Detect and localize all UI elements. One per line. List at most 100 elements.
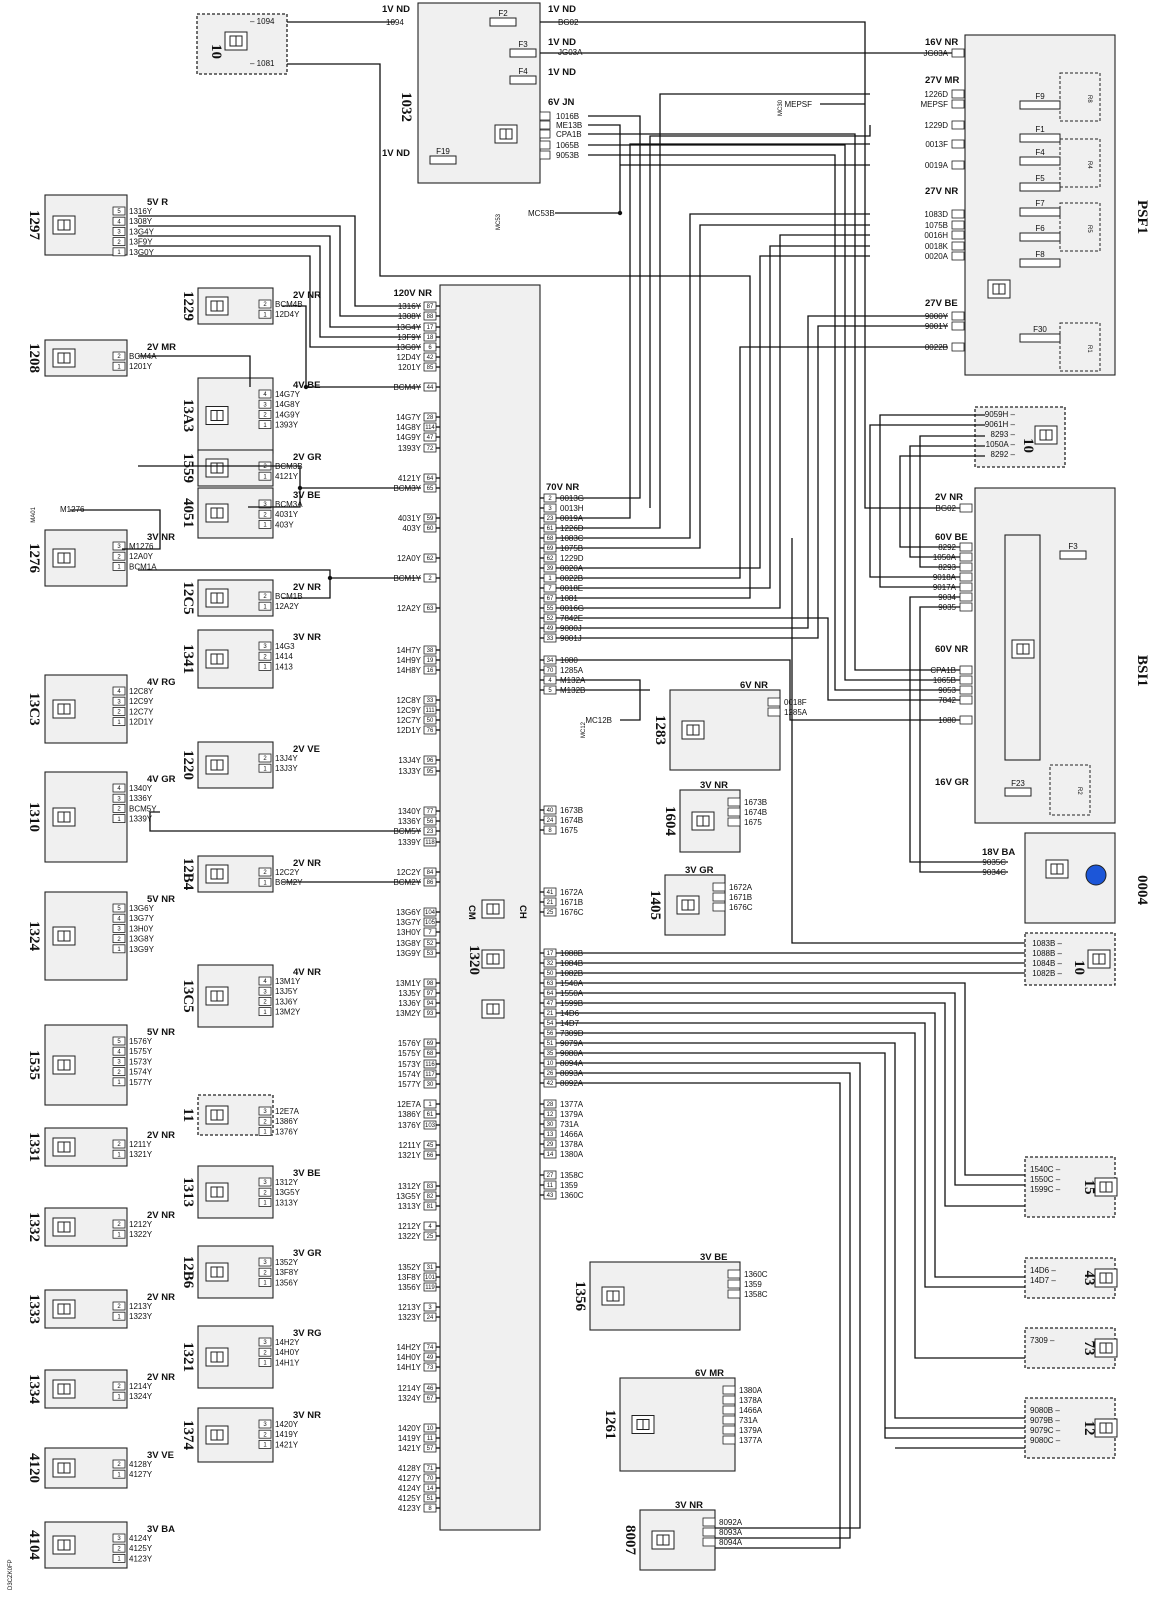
ecu-left-wire-label: 1386Y: [398, 1110, 422, 1119]
ecu-left-pin-number: 114: [425, 425, 435, 431]
wire-label: 13G7Y: [129, 914, 155, 923]
ecu-left-wire-label: 1356Y: [398, 1283, 422, 1292]
wire-label: 1673B: [744, 798, 767, 807]
connector-label-13C3: 4V RG: [147, 677, 176, 688]
wire: [138, 255, 421, 348]
pin-number: 3: [263, 989, 267, 995]
pin-number: 2: [263, 512, 267, 518]
connector-1032-c: 1V ND: [548, 37, 576, 48]
component-pin: [112, 361, 126, 371]
wire: [556, 617, 960, 701]
ecu-right-wire-label: 0013H: [560, 504, 584, 513]
bsi1-wire-label: 9017A: [933, 583, 957, 592]
ecu-left-wire-label: 14H7Y: [397, 646, 422, 655]
component-pin: [258, 1198, 272, 1207]
mc-label: MC53B: [528, 209, 555, 218]
psf1-wire-label: 0019A: [925, 161, 949, 170]
ecu-ch-label: CH: [517, 905, 528, 919]
wire-label: 1308Y: [129, 217, 153, 226]
fuse-F23: [1004, 787, 1032, 797]
wire: [540, 21, 960, 509]
component-symbol-icon: [52, 1217, 76, 1237]
component-id-1331: 1331: [26, 1132, 42, 1162]
ecu-right-pin-number: 13: [547, 1132, 554, 1138]
ecu-left-pin-number: 85: [427, 365, 434, 371]
component-symbol-icon: [205, 1262, 229, 1282]
fuse-F3: [509, 48, 537, 58]
component-pin: [702, 1537, 716, 1547]
wire-label: 1212Y: [129, 1220, 153, 1229]
component-pin: [258, 1106, 272, 1116]
component-id-13C3: 13C3: [26, 692, 42, 725]
component-pin: [258, 591, 272, 601]
component-pin: [767, 707, 781, 717]
component-pin: [258, 1429, 272, 1439]
component-pin: [112, 562, 126, 571]
wire-label: 12A2Y: [275, 602, 300, 611]
component-id-1208: 1208: [26, 343, 42, 373]
ecu-left-wire-label: 12D4Y: [397, 353, 422, 362]
ecu-left-wire-label: 13G5Y: [396, 1192, 422, 1201]
component-symbol-icon: [205, 1347, 229, 1367]
connector-1032-b: 1V ND: [548, 4, 576, 15]
pin-number: 2: [263, 1190, 267, 1196]
ecu-left-pin-number: 42: [427, 355, 434, 361]
component-pin: [959, 685, 973, 695]
ecu-right-pin-number: 33: [547, 636, 554, 642]
component-symbol-icon: [52, 1535, 76, 1555]
connector-label-1276: 3V NR: [147, 532, 175, 543]
connector-label-1332: 2V NR: [147, 1210, 175, 1221]
connector-label-1220: 2V VE: [293, 744, 320, 755]
fuse-label-F9: F9: [1035, 92, 1045, 101]
ecu-left-pin-number: 16: [427, 668, 434, 674]
component-symbol-icon: [601, 1286, 625, 1306]
bsi1-connector: 60V BE: [935, 532, 968, 543]
wire: [556, 346, 948, 579]
ecu-left-wire-label: 13M1Y: [396, 979, 422, 988]
ecu-left-wire-label: 4123Y: [398, 1504, 422, 1513]
ecu-left-wire-label: 12D1Y: [397, 726, 422, 735]
ecu-left-pin-number: 53: [427, 951, 434, 957]
mc-label: M1276: [60, 505, 85, 514]
ecu-left-wire-label: 1576Y: [398, 1039, 422, 1048]
ecu-left-pin-number: 59: [427, 516, 434, 522]
component-pin: [727, 817, 741, 827]
bsi1-connector: 16V GR: [935, 777, 969, 788]
wire: [138, 569, 421, 579]
component-pin: [258, 763, 272, 773]
wire-label: 12C7Y: [129, 707, 154, 716]
component-id-4051: 4051: [180, 498, 196, 528]
component-symbol-icon: [205, 588, 229, 608]
ecu-left-pin-number: 31: [427, 1265, 434, 1271]
wire-label: 13F9Y: [129, 238, 153, 247]
ecu-right-pin-number: 34: [547, 658, 554, 664]
pin-number: 2: [117, 1304, 121, 1310]
fuse-label-F5: F5: [1035, 174, 1045, 183]
pin-number: 1: [117, 1314, 121, 1320]
ecu-right-pin-number: 28: [547, 1102, 554, 1108]
wire-label: 1376Y: [275, 1127, 299, 1136]
component-pin: [539, 129, 551, 139]
ecu-left-wire-label: 1322Y: [398, 1232, 422, 1241]
component-symbol-icon: [52, 1458, 76, 1478]
ecu-left-pin-number: 45: [427, 1143, 434, 1149]
component-pin: [951, 160, 965, 170]
wire-label: 9034C: [982, 868, 1006, 877]
wire-label: 1324Y: [129, 1392, 153, 1401]
ecu-left-wire-label: 1575Y: [398, 1049, 422, 1058]
component-pin: [951, 311, 965, 321]
wire: [556, 992, 1025, 1186]
component-pin: [112, 707, 126, 716]
bsi1-wire-label: 1050A: [933, 553, 957, 562]
pin-number: 1: [263, 423, 267, 429]
pin-number: 3: [263, 644, 267, 650]
ecu-left-wire-label: 1339Y: [398, 838, 422, 847]
wire: [556, 1002, 1025, 1207]
connector-label-1374: 3V NR: [293, 1410, 321, 1421]
wire-label: 1050A –: [986, 440, 1016, 449]
psf1-wire-label: JG03A: [924, 49, 949, 58]
ecu-left-wire-label: 1376Y: [398, 1121, 422, 1130]
component-symbol-icon: [681, 720, 705, 740]
component-pin: [112, 1311, 126, 1321]
ecu-right-pin-number: 68: [547, 536, 554, 542]
